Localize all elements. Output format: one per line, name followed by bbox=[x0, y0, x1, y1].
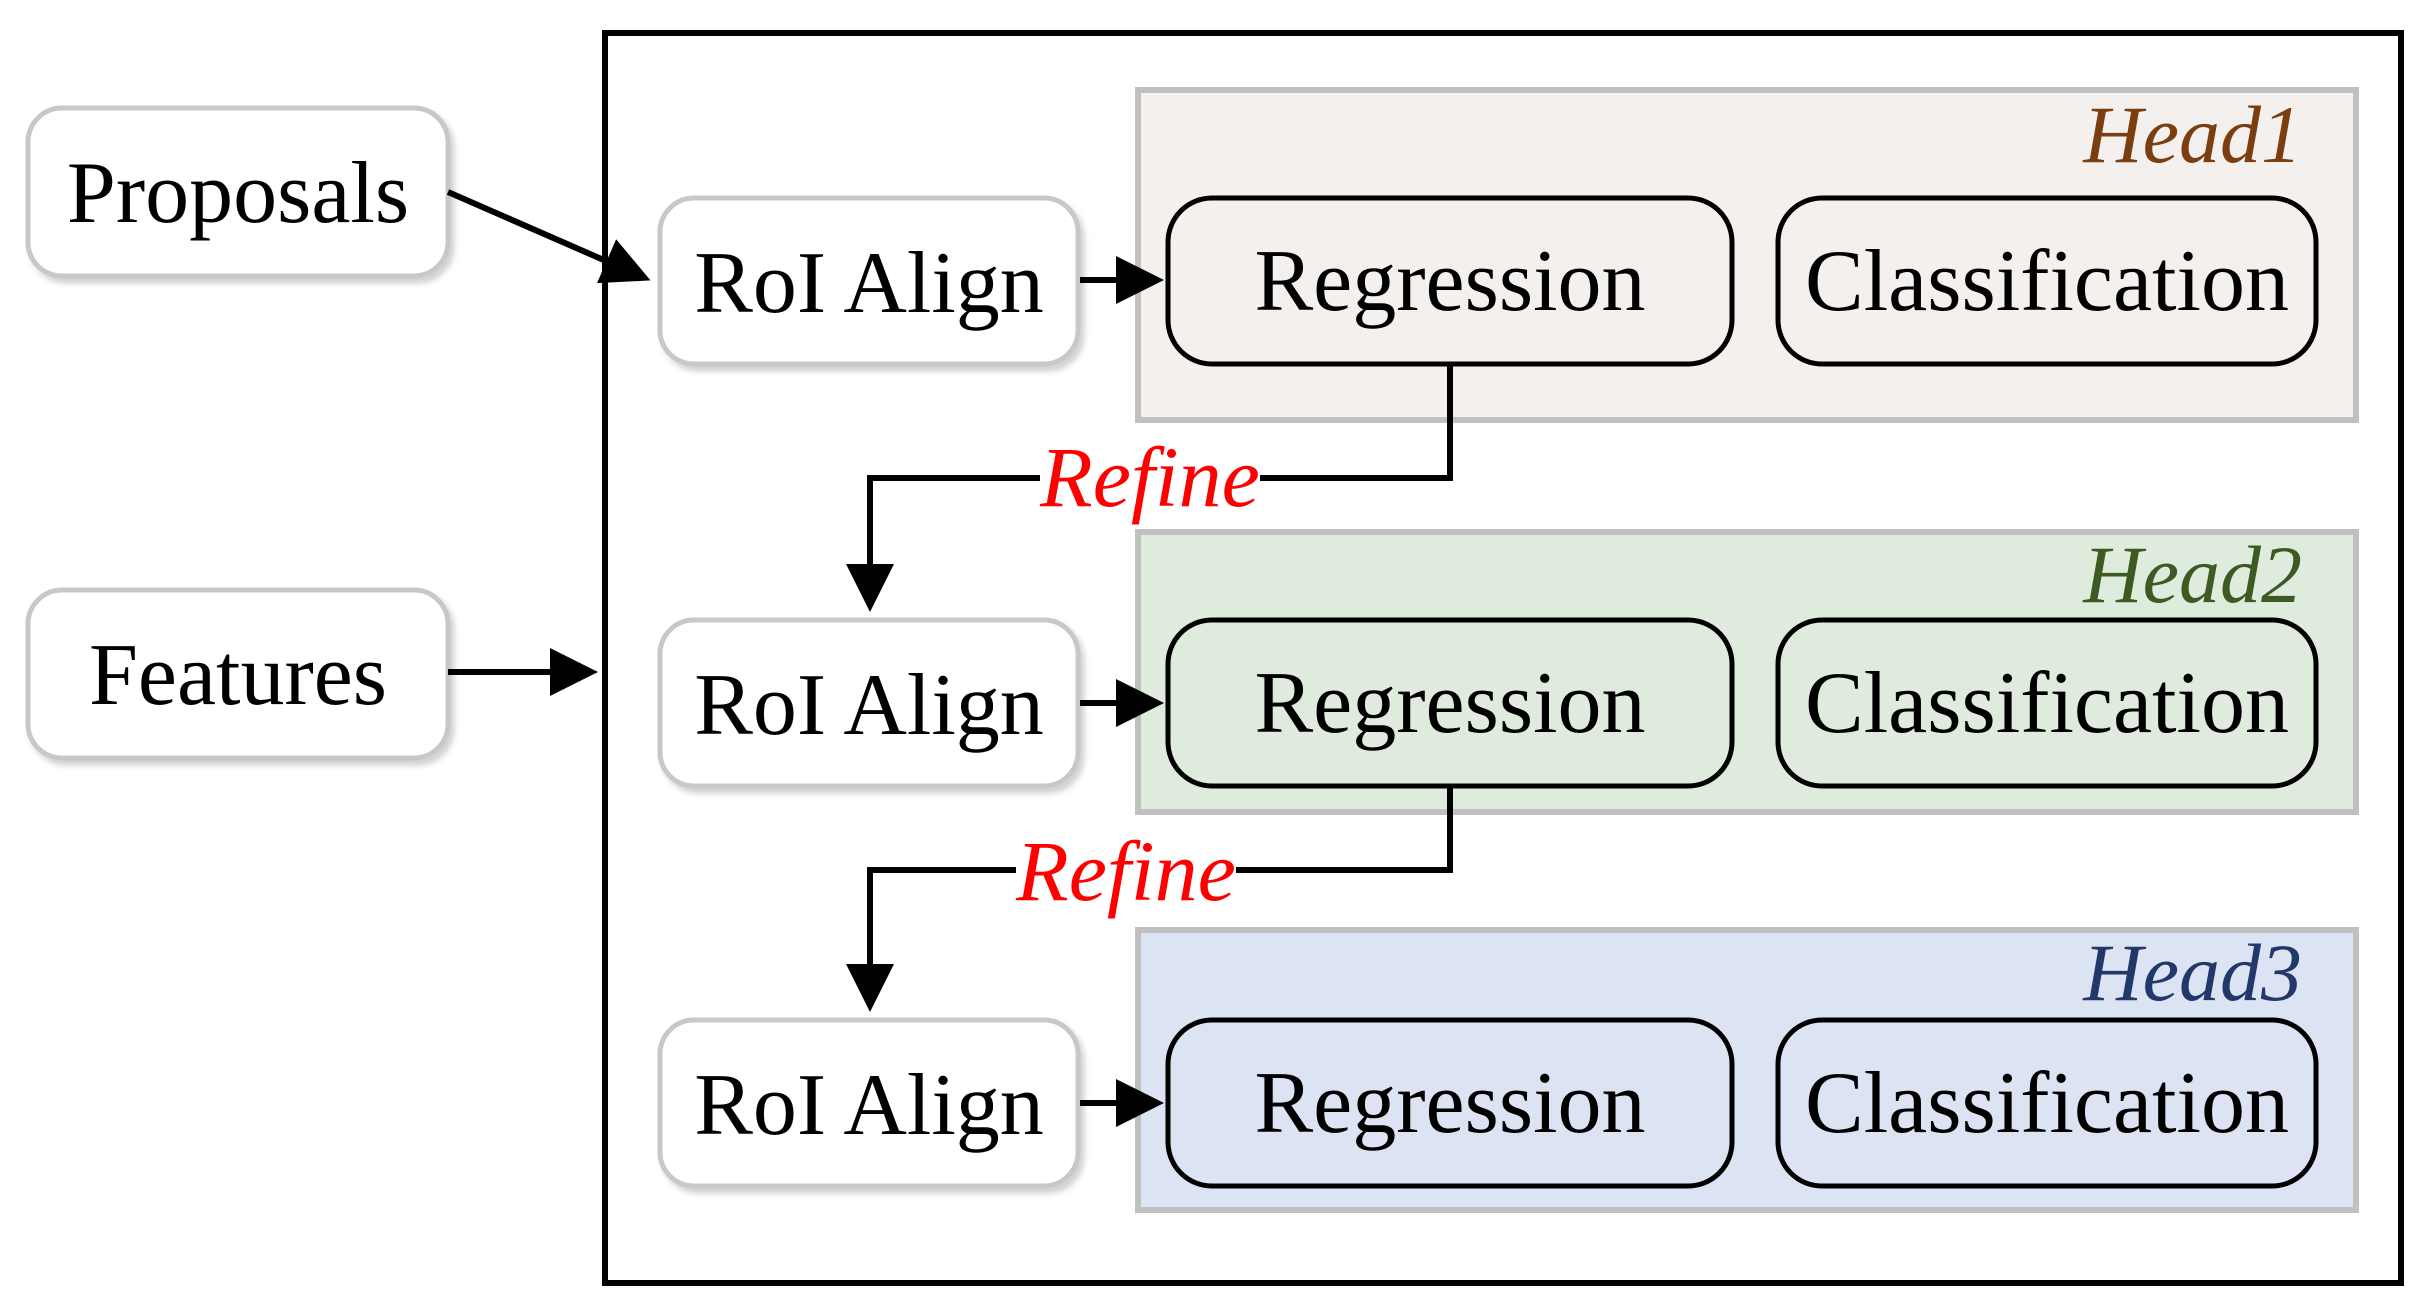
head2-label: Head2 bbox=[2082, 529, 2302, 620]
roi-align-label-2: RoI Align bbox=[694, 657, 1044, 754]
refine-label-bg-1 bbox=[1040, 436, 1260, 520]
proposals-label: Proposals bbox=[67, 145, 409, 242]
classification-label-2: Classification bbox=[1805, 655, 2289, 752]
roi-align-box-2 bbox=[657, 617, 1081, 789]
cascade-frame bbox=[602, 30, 2404, 1286]
roi-align-label-1: RoI Align bbox=[694, 235, 1044, 332]
features-label: Features bbox=[89, 627, 387, 724]
roi-align-box-3 bbox=[657, 1017, 1081, 1189]
regression-label-1: Regression bbox=[1254, 233, 1645, 330]
head1-label: Head1 bbox=[2082, 89, 2302, 180]
classification-box-3 bbox=[1775, 1017, 2319, 1189]
regression-label-3: Regression bbox=[1254, 1055, 1645, 1152]
regression-label-2: Regression bbox=[1254, 655, 1645, 752]
head3-panel bbox=[1135, 927, 2359, 1213]
proposals-arrow bbox=[446, 189, 651, 284]
head2-panel bbox=[1135, 529, 2359, 815]
head3-label: Head3 bbox=[2082, 927, 2302, 1018]
regression-box-3 bbox=[1165, 1017, 1735, 1189]
refine-label-2: Refine bbox=[1015, 823, 1236, 919]
roi-align-box-1 bbox=[657, 195, 1081, 367]
refine-label-bg-2 bbox=[1016, 830, 1236, 914]
roi-align-label-3: RoI Align bbox=[694, 1057, 1044, 1154]
classification-label-3: Classification bbox=[1805, 1055, 2289, 1152]
classification-box-2 bbox=[1775, 617, 2319, 789]
classification-label-1: Classification bbox=[1805, 233, 2289, 330]
classification-box-1 bbox=[1775, 195, 2319, 367]
refine-label-1: Refine bbox=[1039, 429, 1260, 525]
